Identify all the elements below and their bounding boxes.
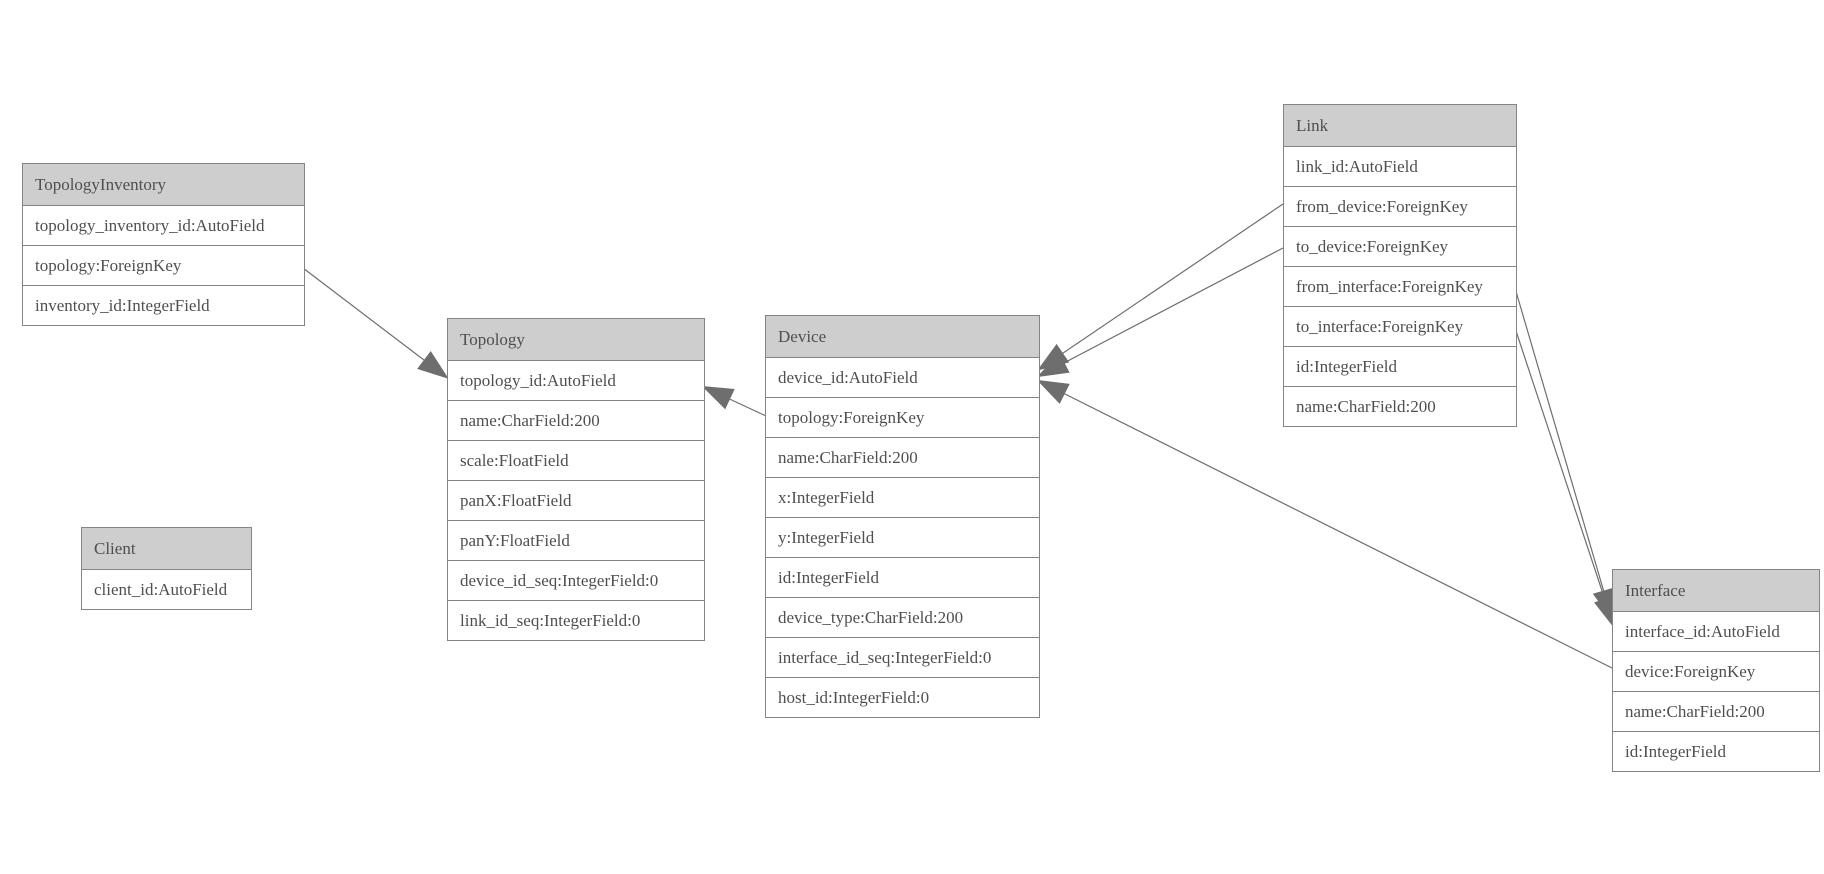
- edge-link-to-interface-to-interface: [1514, 327, 1616, 629]
- field-topology-inventory-id: topology_inventory_id:AutoField: [35, 216, 265, 235]
- field-name: name:CharField:200: [766, 437, 1039, 477]
- field-device-type: device_type:CharField:200: [766, 597, 1039, 637]
- field-device-fk: device:ForeignKey: [1613, 651, 1819, 691]
- field-x: x:IntegerField: [766, 477, 1039, 517]
- entity-topology-inventory: TopologyInventory topology_inventory_id:…: [22, 163, 305, 326]
- field-name: name:CharField:200: [1613, 691, 1819, 731]
- field-inventory-id: inventory_id:IntegerField: [23, 285, 304, 325]
- field-device-id: device_id:AutoField: [778, 368, 918, 387]
- entity-link-title: Link: [1284, 105, 1516, 147]
- entity-link: Link link_id:AutoField from_device:Forei…: [1283, 104, 1517, 427]
- field-id: id:IntegerField: [1284, 346, 1516, 386]
- field-client-id: client_id:AutoField: [94, 580, 228, 599]
- field-host-id: host_id:IntegerField:0: [766, 677, 1039, 717]
- field-panx: panX:FloatField: [448, 480, 704, 520]
- field-name: name:CharField:200: [1284, 386, 1516, 426]
- field-topology-fk: topology:ForeignKey: [766, 397, 1039, 437]
- field-name: name:CharField:200: [448, 400, 704, 440]
- field-y: y:IntegerField: [766, 517, 1039, 557]
- edge-device-topology-to-topology: [701, 386, 767, 417]
- entity-topology: Topology topology_id:AutoField name:Char…: [447, 318, 705, 641]
- field-scale: scale:FloatField: [448, 440, 704, 480]
- entity-interface: Interface interface_id:AutoField device:…: [1612, 569, 1820, 772]
- field-from-interface: from_interface:ForeignKey: [1284, 266, 1516, 306]
- field-pany: panY:FloatField: [448, 520, 704, 560]
- field-to-interface: to_interface:ForeignKey: [1284, 306, 1516, 346]
- field-interface-id: interface_id:AutoField: [1625, 622, 1780, 641]
- edge-link-from-interface-to-interface: [1514, 287, 1615, 621]
- field-interface-id-seq: interface_id_seq:IntegerField:0: [766, 637, 1039, 677]
- entity-device-title: Device: [766, 316, 1039, 358]
- field-to-device: to_device:ForeignKey: [1284, 226, 1516, 266]
- entity-topology-inventory-title: TopologyInventory: [23, 164, 304, 206]
- entity-client-title: Client: [82, 528, 251, 570]
- edge-link-to-device-to-device: [1036, 247, 1284, 378]
- entity-client: Client client_id:AutoField: [81, 527, 252, 610]
- field-link-id: link_id:AutoField: [1296, 157, 1418, 176]
- entity-interface-title: Interface: [1613, 570, 1819, 612]
- entity-topology-title: Topology: [448, 319, 704, 361]
- edge-link-from-device-to-device: [1037, 203, 1284, 371]
- field-device-id-seq: device_id_seq:IntegerField:0: [448, 560, 704, 600]
- field-from-device: from_device:ForeignKey: [1284, 186, 1516, 226]
- field-id: id:IntegerField: [766, 557, 1039, 597]
- entity-device: Device device_id:AutoField topology:Fore…: [765, 315, 1040, 718]
- field-link-id-seq: link_id_seq:IntegerField:0: [448, 600, 704, 640]
- field-id: id:IntegerField: [1613, 731, 1819, 771]
- field-topology-id: topology_id:AutoField: [460, 371, 616, 390]
- edge-topologyinventory-topology-to-topology: [302, 267, 449, 379]
- field-topology-fk: topology:ForeignKey: [23, 245, 304, 285]
